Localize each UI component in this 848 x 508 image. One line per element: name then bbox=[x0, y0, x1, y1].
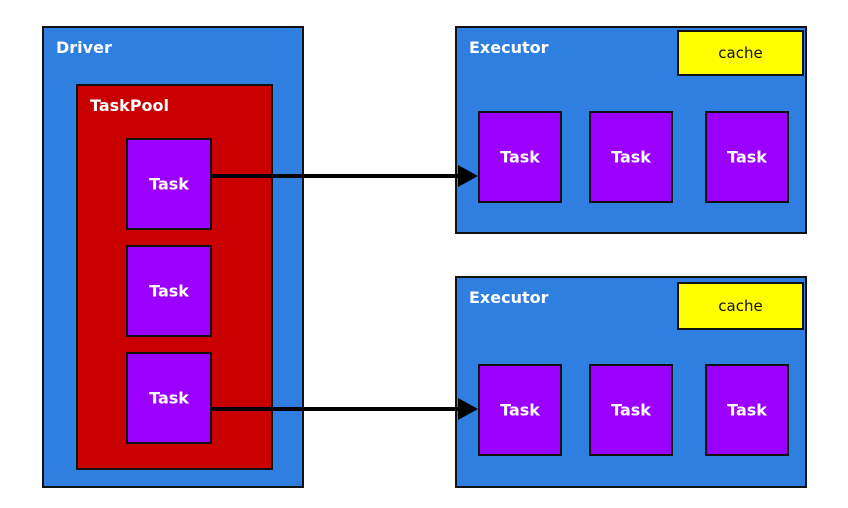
task-label: Task bbox=[727, 400, 767, 420]
task-label: Task bbox=[500, 400, 540, 420]
task-label: Task bbox=[149, 281, 189, 301]
cache-label: cache bbox=[718, 44, 763, 62]
taskpool-title: TaskPool bbox=[90, 96, 170, 115]
task-label: Task bbox=[149, 388, 189, 408]
arrow-task3-to-executor2 bbox=[212, 398, 478, 420]
executor2-task-1: Task bbox=[478, 364, 562, 456]
task-label: Task bbox=[727, 147, 767, 167]
driver-task-3: Task bbox=[126, 352, 212, 444]
cache-label: cache bbox=[718, 297, 763, 315]
executor2-task-3: Task bbox=[705, 364, 789, 456]
task-label: Task bbox=[611, 400, 651, 420]
driver-task-1: Task bbox=[126, 138, 212, 230]
executor1-task-3: Task bbox=[705, 111, 789, 203]
driver-title: Driver bbox=[56, 38, 112, 57]
executor1-task-1: Task bbox=[478, 111, 562, 203]
task-label: Task bbox=[500, 147, 540, 167]
arrow-task1-to-executor1 bbox=[212, 165, 478, 187]
driver-task-2: Task bbox=[126, 245, 212, 337]
executor-title: Executor bbox=[469, 288, 549, 307]
executor1-task-2: Task bbox=[589, 111, 673, 203]
executor-title: Executor bbox=[469, 38, 549, 57]
task-label: Task bbox=[149, 174, 189, 194]
task-label: Task bbox=[611, 147, 651, 167]
executor2-task-2: Task bbox=[589, 364, 673, 456]
cache-box-2: cache bbox=[677, 282, 804, 330]
cache-box-1: cache bbox=[677, 30, 804, 76]
